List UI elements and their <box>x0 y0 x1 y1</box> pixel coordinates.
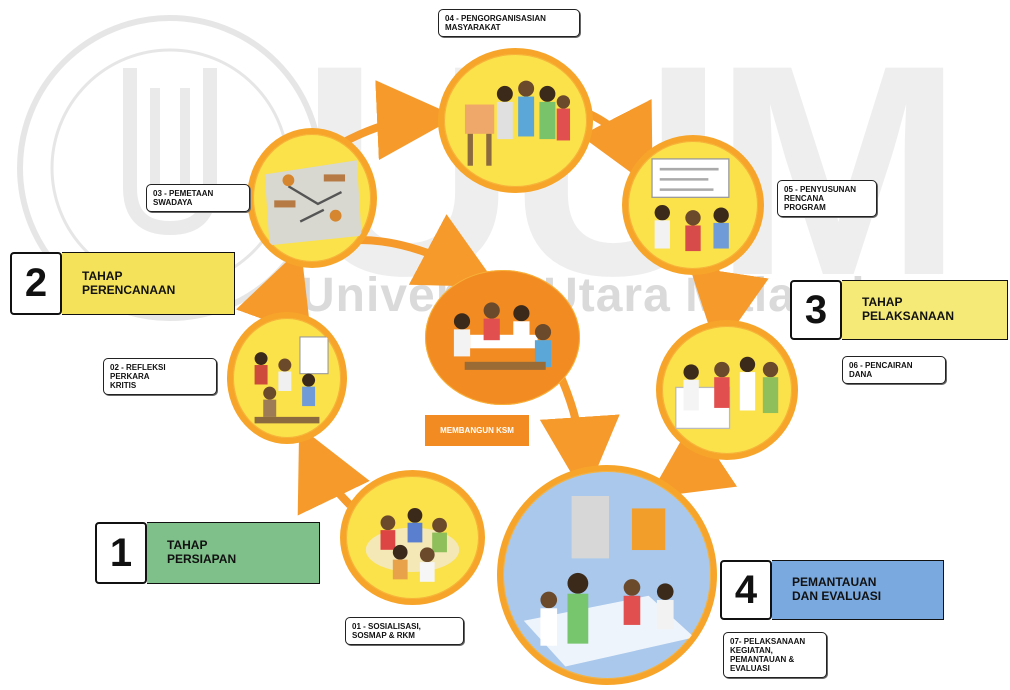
step-05-caption: 05 - PENYUSUNAN RENCANA PROGRAM <box>777 180 877 217</box>
stage-1-number: 1 <box>95 522 147 584</box>
step-02-caption: 02 - REFLEKSI PERKARA KRITIS <box>103 358 217 395</box>
step-06-illustration <box>656 320 798 460</box>
stage-2-label: TAHAP PERENCANAAN <box>62 252 235 315</box>
arrow-06-to-07 <box>648 420 738 498</box>
stage-3-number: 3 <box>790 280 842 340</box>
arrow-05-to-06 <box>689 266 769 352</box>
step-04-illustration <box>438 48 593 193</box>
step-02-illustration <box>227 312 347 444</box>
step-03-illustration <box>247 128 377 268</box>
stage-4-number: 4 <box>720 560 772 620</box>
stage-1-box: 1 TAHAP PERSIAPAN <box>95 522 320 584</box>
stage-2-box: 2 TAHAP PERENCANAAN <box>10 252 235 315</box>
stage-4-box: 4 PEMANTAUAN DAN EVALUASI <box>720 560 944 620</box>
arrow-center-to-07 <box>539 373 620 497</box>
stage-2-number: 2 <box>10 252 62 315</box>
center-ksm-label: MEMBANGUN KSM <box>425 415 529 446</box>
step-05-illustration <box>622 135 764 275</box>
step-06-caption: 06 - PENCAIRAN DANA <box>842 356 946 384</box>
step-07-caption: 07- PELAKSANAAN KEGIATAN, PEMANTAUAN & E… <box>723 632 827 678</box>
arrow-03-to-center <box>359 214 499 288</box>
step-01-illustration <box>340 470 485 605</box>
stage-3-label: TAHAP PELAKSANAAN <box>842 280 1008 340</box>
step-03-caption: 03 - PEMETAAN SWADAYA <box>146 184 250 212</box>
step-04-caption: 04 - PENGORGANISASIAN MASYARAKAT <box>438 9 580 37</box>
stage-3-box: 3 TAHAP PELAKSANAAN <box>790 280 1008 340</box>
stage-1-label: TAHAP PERSIAPAN <box>147 522 320 584</box>
stage-4-label: PEMANTAUAN DAN EVALUASI <box>772 560 944 620</box>
step-07-illustration <box>497 465 717 685</box>
center-ksm-illustration <box>425 270 580 405</box>
step-01-caption: 01 - SOSIALISASI, SOSMAP & RKM <box>345 617 464 645</box>
arrow-01-to-02 <box>297 426 370 516</box>
